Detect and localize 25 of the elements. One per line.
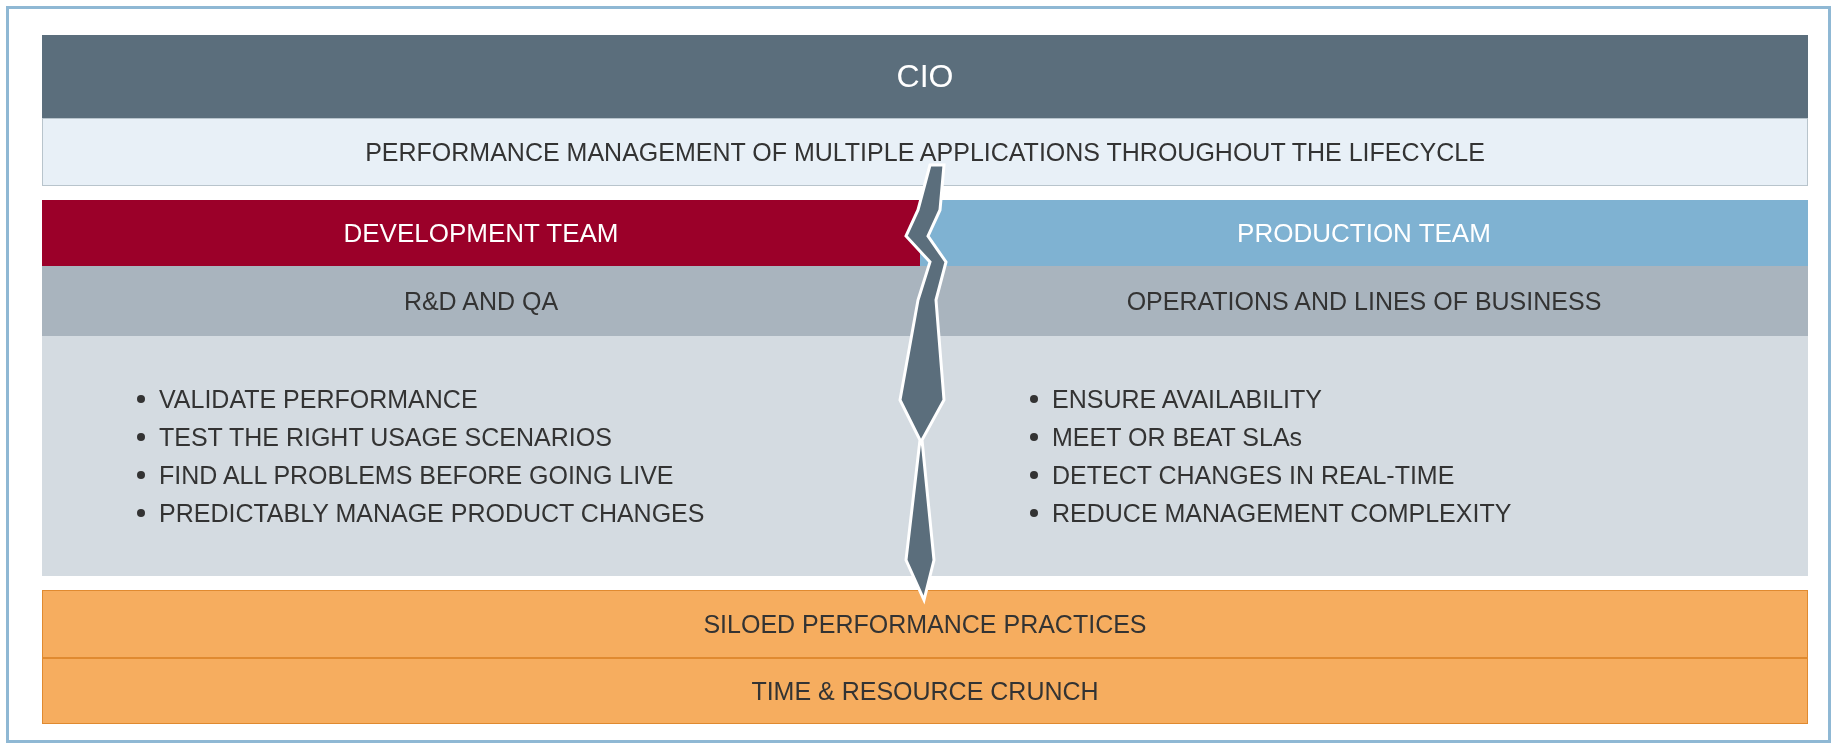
bullet-item: PREDICTABLY MANAGE PRODUCT CHANGES (159, 498, 705, 529)
band-label: PERFORMANCE MANAGEMENT OF MULTIPLE APPLICATIONS THROUGHOUT THE LIFECYCLE (365, 137, 1485, 167)
band-label: CIO (896, 58, 954, 95)
team-header (920, 200, 1808, 266)
bullet-item: ENSURE AVAILABILITY (1052, 384, 1322, 415)
header-band (42, 35, 1808, 118)
footer-band (42, 590, 1808, 658)
band-label: DEVELOPMENT TEAM (343, 217, 619, 249)
footer-band (42, 658, 1808, 724)
subheader-band (920, 266, 1808, 336)
band-label: SILOED PERFORMANCE PRACTICES (703, 609, 1147, 639)
subheader-band (42, 266, 920, 336)
bullet-item: DETECT CHANGES IN REAL-TIME (1052, 460, 1455, 491)
bullet-item: VALIDATE PERFORMANCE (159, 384, 478, 415)
band-label: OPERATIONS AND LINES OF BUSINESS (1126, 286, 1602, 316)
band-label: PRODUCTION TEAM (1237, 217, 1491, 249)
banner-band (42, 118, 1808, 186)
team-header (42, 200, 920, 266)
bullet-item: MEET OR BEAT SLAs (1052, 422, 1303, 453)
bullet-panel (42, 336, 920, 576)
band-label: R&D AND QA (403, 286, 559, 316)
bullet-item: FIND ALL PROBLEMS BEFORE GOING LIVE (159, 460, 674, 491)
bullet-item: TEST THE RIGHT USAGE SCENARIOS (159, 422, 612, 453)
bullet-item: REDUCE MANAGEMENT COMPLEXITY (1052, 498, 1512, 529)
band-label: TIME & RESOURCE CRUNCH (751, 676, 1099, 706)
